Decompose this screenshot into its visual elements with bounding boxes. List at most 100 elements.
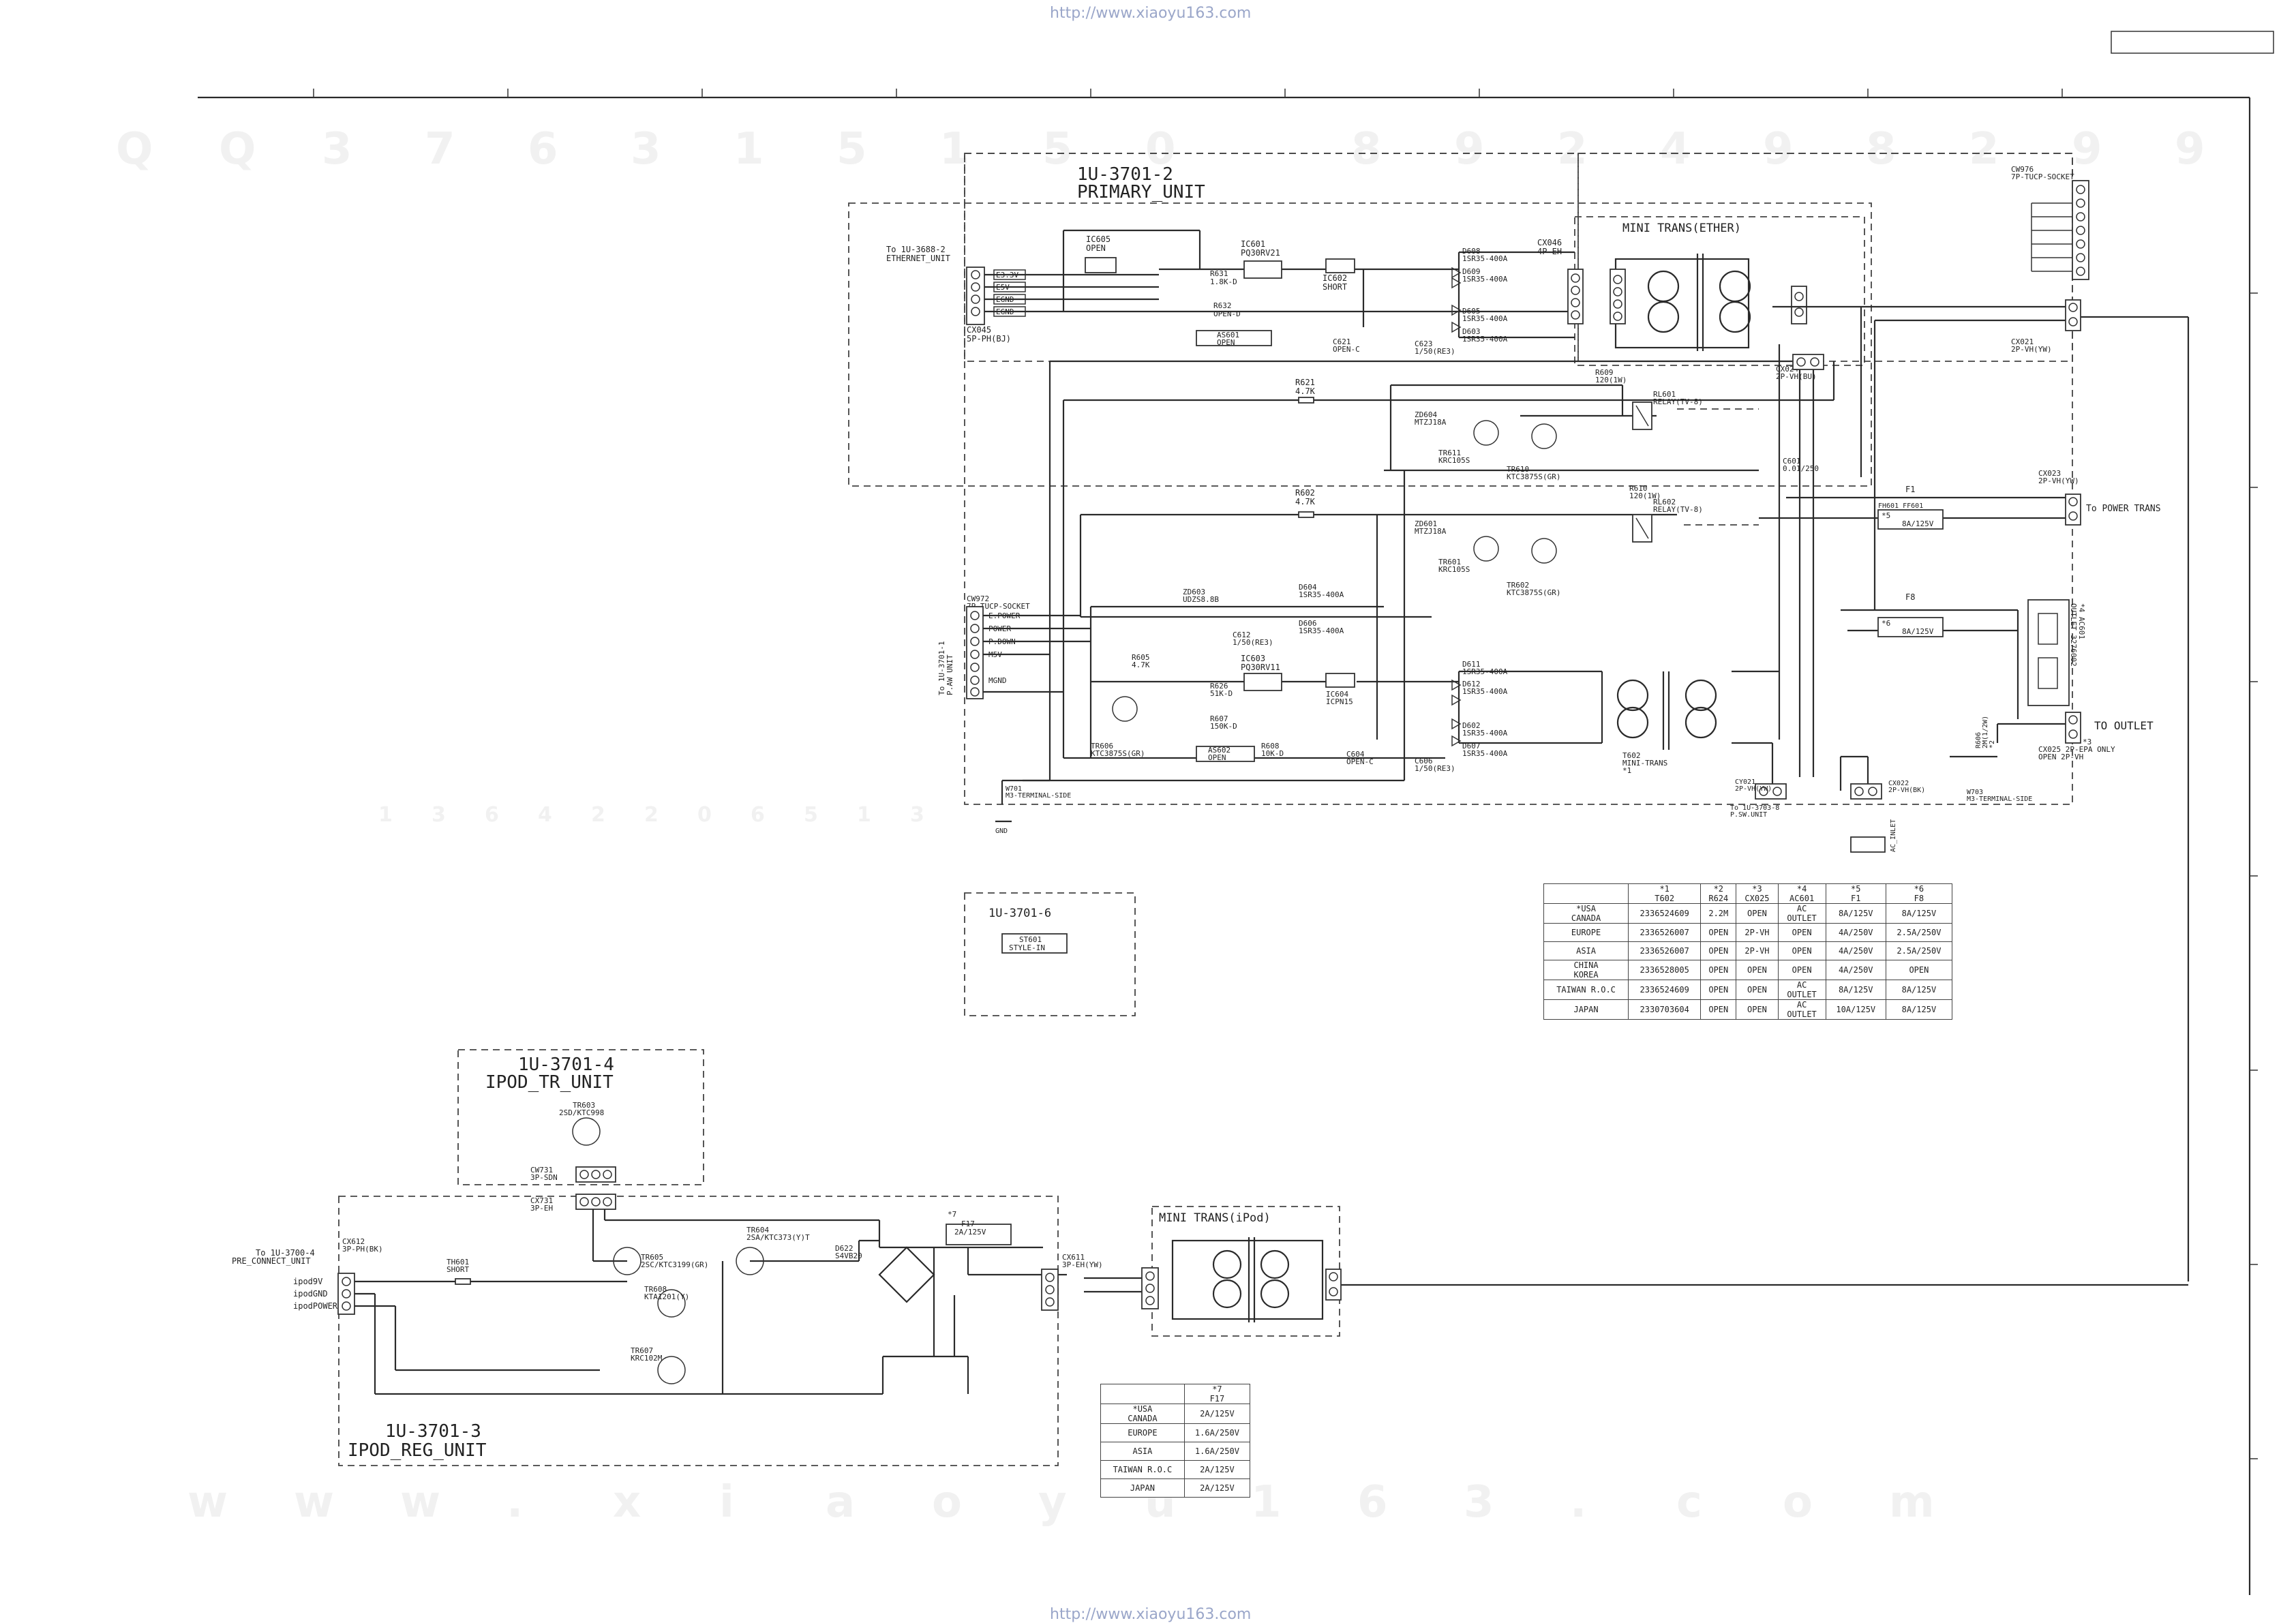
watermark-char: 3 <box>1464 1477 1494 1528</box>
ac601-label: *4 AC601OUTLET 3276002 <box>2069 603 2086 667</box>
title-block-box <box>2111 31 2274 54</box>
transistor-tr606 <box>1112 696 1138 722</box>
ac-inlet <box>1850 836 1886 853</box>
table-cell: 4A/250V <box>1825 960 1886 980</box>
watermark-char: 1 <box>378 803 393 827</box>
ic602-box <box>1325 258 1355 273</box>
table-cell: 1.6A/250V <box>1183 1442 1251 1461</box>
st601-box <box>1001 933 1068 954</box>
watermark-char: x <box>613 1477 641 1528</box>
ethernet-section-border <box>848 202 1872 487</box>
watermark-char: . <box>1570 1477 1586 1528</box>
watermark-char: o <box>1783 1477 1813 1528</box>
watermark-char: . <box>507 1477 523 1528</box>
table-cell: OPEN <box>1777 960 1826 980</box>
watermark-char: c <box>1676 1477 1702 1528</box>
table-cell: 4A/250V <box>1825 941 1886 960</box>
u6-border <box>964 892 1136 1016</box>
table-cell: 2336526007 <box>1628 941 1702 960</box>
transistor-tr602 <box>1531 538 1557 564</box>
table-cell: 2336528005 <box>1628 960 1702 980</box>
watermark-char: 1 <box>1251 1477 1282 1528</box>
table-cell: OPEN <box>1736 903 1779 924</box>
table-cell: OPEN <box>1700 999 1737 1020</box>
table-cell: EUROPE <box>1543 923 1629 942</box>
watermark-char: 3 <box>432 803 446 827</box>
watermark-char: 9 <box>1763 124 1794 175</box>
watermark-char: 6 <box>485 803 499 827</box>
transistor-tr605 <box>613 1247 641 1275</box>
relay-rl602 <box>1632 514 1652 543</box>
watermark-char: 2 <box>644 803 659 827</box>
watermark-char: 5 <box>836 124 867 175</box>
watermark-char: 4 <box>538 803 552 827</box>
watermark-char: 8 <box>1866 124 1897 175</box>
f1-label: F1 <box>1905 485 1915 494</box>
transistor-tr610 <box>1531 423 1557 449</box>
watermark-char: 9 <box>2175 124 2205 175</box>
watermark-char: 7 <box>425 124 455 175</box>
watermark-char: 6 <box>751 803 765 827</box>
watermark-char: 3 <box>322 124 352 175</box>
table-cell: JAPAN <box>1543 999 1629 1020</box>
cx046-connector <box>1567 269 1584 324</box>
table-cell: 8A/125V <box>1885 903 1953 924</box>
t602-transformer <box>1616 671 1717 750</box>
watermark-char: 2 <box>1969 124 1999 175</box>
table-cell: 2P-VH <box>1736 923 1779 942</box>
watermark-char: a <box>826 1477 855 1528</box>
cy021-connector <box>1755 783 1787 800</box>
watermark-char: 3 <box>910 803 924 827</box>
diode-bridge-bottom <box>1451 679 1462 747</box>
f8-label: F8 <box>1905 592 1915 602</box>
f1-rating: *58A/125V <box>1882 511 1934 528</box>
ic603-box <box>1243 673 1282 691</box>
mini-trans-ipod-connector-left <box>1141 1267 1159 1309</box>
mini-trans-ether-symbol <box>1614 254 1751 351</box>
ipod-pin-label: ipodPOWER <box>293 1301 338 1311</box>
transistor-tr607 <box>657 1356 686 1384</box>
ipod-wiring <box>354 1209 2188 1395</box>
watermark-char: 6 <box>1357 1477 1388 1528</box>
f1-rating-box <box>1877 509 1944 530</box>
th601-resistor <box>455 1278 471 1285</box>
gnd-label: GND <box>995 828 1008 835</box>
frame-ticks <box>313 89 2258 1459</box>
